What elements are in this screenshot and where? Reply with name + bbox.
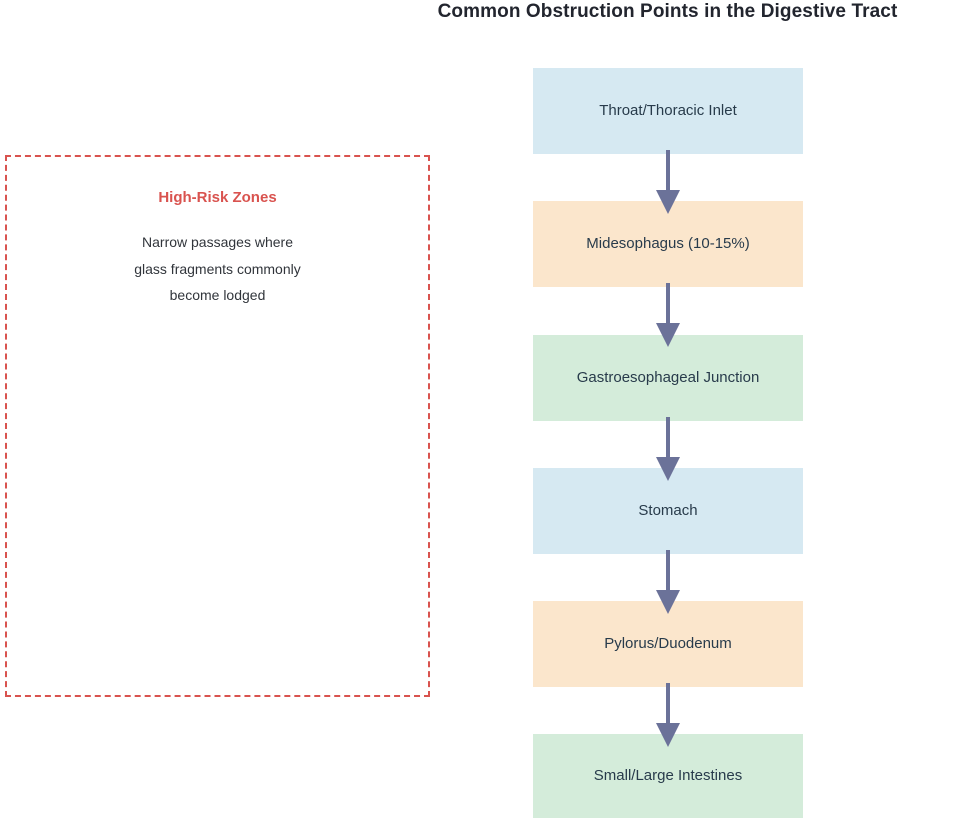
flow-node-gastroesophageal-junction[interactable]: Gastroesophageal Junction [533,335,803,421]
flow-node-stomach[interactable]: Stomach [533,468,803,554]
flow-node-label: Small/Large Intestines [593,766,743,784]
flow-node-label: Gastroesophageal Junction [576,368,760,386]
flow-arrow-icon [656,283,680,347]
flow-node-throat-thoracic-inlet[interactable]: Throat/Thoracic Inlet [533,68,803,154]
flow-arrow-icon [656,417,680,481]
flow-arrow-icon [656,683,680,747]
description-line: Narrow passages where [142,234,293,250]
flow-arrow-icon [656,550,680,614]
flow-node-label: Midesophagus (10-15%) [586,234,750,252]
high-risk-zones-heading: High-Risk Zones [158,189,277,206]
description-line: glass fragments commonly [134,260,301,277]
flow-node-label: Pylorus/Duodenum [604,634,732,652]
high-risk-zones-description: Narrow passages where glass fragments co… [7,229,428,309]
flow-node-midesophagus[interactable]: Midesophagus (10-15%) [533,201,803,287]
description-line: become lodged [169,287,266,303]
page-title: Common Obstruction Points in the Digesti… [437,1,898,22]
flow-node-label: Stomach [638,501,698,519]
high-risk-zones-panel: High-Risk Zones Narrow passages where gl… [5,155,430,697]
flow-node-label: Throat/Thoracic Inlet [599,101,737,119]
flow-node-small-large-intestines[interactable]: Small/Large Intestines [533,734,803,818]
flow-node-pylorus-duodenum[interactable]: Pylorus/Duodenum [533,601,803,687]
flow-arrow-icon [656,150,680,214]
